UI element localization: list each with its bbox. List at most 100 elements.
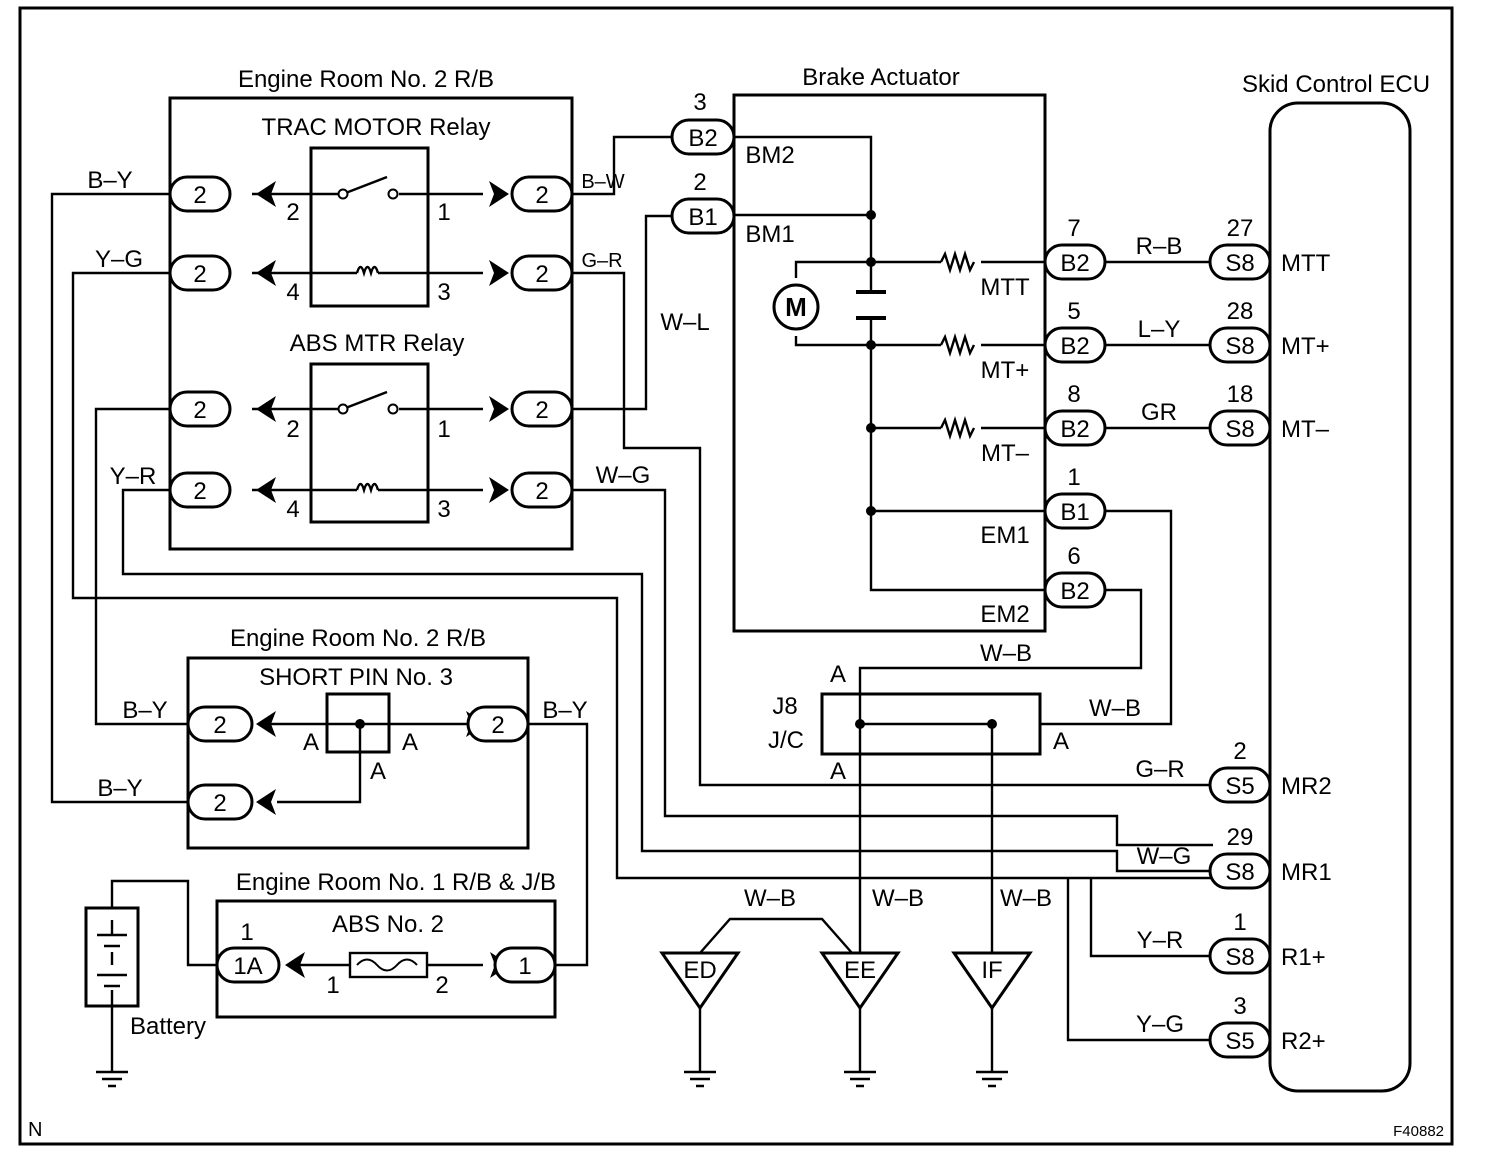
conn-ecu-s8-mtt bbox=[1208, 243, 1272, 281]
pin-trac-3: 3 bbox=[437, 279, 450, 306]
conn-label-relay-right-4: 2 bbox=[535, 478, 548, 505]
conn-relay-right-3 bbox=[510, 390, 574, 428]
wire-wl: W–L bbox=[660, 309, 709, 336]
term-ecu-mr2: MR2 bbox=[1281, 773, 1332, 800]
pin-bm2: 3 bbox=[693, 89, 706, 116]
conn-short-left-1 bbox=[186, 705, 254, 743]
conn-relay-right-4 bbox=[510, 471, 574, 509]
pin-trac-1: 1 bbox=[437, 199, 450, 226]
conn-label-ecu-mtt: S8 bbox=[1225, 250, 1254, 277]
wire-wb-3: W–B bbox=[744, 885, 796, 912]
conn-label-act-b1-bm1: B1 bbox=[688, 204, 717, 231]
wire-rb: R–B bbox=[1136, 233, 1183, 260]
ground-if-label: IF bbox=[981, 957, 1002, 984]
pin-mtp-act: 5 bbox=[1067, 298, 1080, 325]
pin-jc-a-right: A bbox=[1053, 728, 1069, 755]
conn-label-relay-left-3: 2 bbox=[193, 397, 206, 424]
wire-bw: B–W bbox=[581, 171, 624, 193]
conn-act-b1-bm1 bbox=[670, 197, 736, 235]
ground-ed-label: ED bbox=[683, 957, 716, 984]
dot-bm1 bbox=[866, 210, 876, 220]
pin-em1-act: 1 bbox=[1067, 464, 1080, 491]
pin-trac-2: 2 bbox=[286, 199, 299, 226]
conn-label-ecu-mr1: S8 bbox=[1225, 859, 1254, 886]
conn-fuse-1 bbox=[493, 946, 557, 984]
wire-by-2: B–Y bbox=[122, 697, 167, 724]
pin-abs-2: 2 bbox=[286, 416, 299, 443]
pin-abs-3: 3 bbox=[437, 496, 450, 523]
title-er1-rb-jb: Engine Room No. 1 R/B & J/B bbox=[236, 869, 556, 896]
conn-label-fuse-1: 1 bbox=[518, 953, 531, 980]
conn-ecu-s5-r2p bbox=[1208, 1021, 1272, 1059]
wire-gr-dash: G–R bbox=[581, 250, 622, 272]
motor-label: M bbox=[785, 292, 807, 322]
label-battery: Battery bbox=[130, 1013, 206, 1040]
pin-mtm-act: 8 bbox=[1067, 381, 1080, 408]
wire-wb-1: W–B bbox=[980, 640, 1032, 667]
conn-relay-left-3 bbox=[168, 390, 232, 428]
term-ecu-mr1: MR1 bbox=[1281, 859, 1332, 886]
pin-jc-a-top: A bbox=[830, 661, 846, 688]
conn-ecu-s8-mtp bbox=[1208, 326, 1272, 364]
wire-wg-1: W–G bbox=[596, 462, 651, 489]
dot-mtm bbox=[866, 423, 876, 433]
ground-symbol-if bbox=[976, 1070, 1008, 1088]
pin-mtp-ecu: 28 bbox=[1227, 298, 1254, 325]
wire-wb-5: W–B bbox=[1000, 885, 1052, 912]
wire-gr-ecu: G–R bbox=[1135, 756, 1184, 783]
conn-short-right bbox=[466, 705, 530, 743]
conn-relay-left-2 bbox=[168, 254, 232, 292]
pin-mtm-ecu: 18 bbox=[1227, 381, 1254, 408]
title-brake-actuator: Brake Actuator bbox=[802, 64, 959, 91]
wire-yg-1: Y–G bbox=[95, 246, 143, 273]
conn-label-act-b1-em1: B1 bbox=[1060, 499, 1089, 526]
conn-label-act-b2-bm2: B2 bbox=[688, 125, 717, 152]
ground-symbol-ee bbox=[844, 1070, 876, 1088]
term-mtp: MT+ bbox=[981, 357, 1030, 384]
title-trac-relay: TRAC MOTOR Relay bbox=[262, 114, 491, 141]
conn-label-relay-left-1: 2 bbox=[193, 182, 206, 209]
wire-wg-ecu: W–G bbox=[1137, 843, 1192, 870]
ground-if-triangle bbox=[951, 951, 1033, 1011]
conn-label-relay-right-3: 2 bbox=[535, 397, 548, 424]
conn-label-short-left-1: 2 bbox=[213, 712, 226, 739]
pin-short-a-bottom: A bbox=[370, 758, 386, 785]
pin-r1p-ecu: 1 bbox=[1233, 909, 1246, 936]
wire-yg-ecu: Y–G bbox=[1136, 1011, 1184, 1038]
conn-label-ecu-mr2: S5 bbox=[1225, 773, 1254, 800]
conn-label-short-left-2: 2 bbox=[213, 790, 226, 817]
ground-ee-triangle bbox=[819, 951, 901, 1011]
er2-rb-short-box bbox=[186, 656, 530, 850]
pin-abs-4: 4 bbox=[286, 496, 299, 523]
wire-ly: L–Y bbox=[1138, 316, 1181, 343]
dot-jc-right bbox=[987, 719, 997, 729]
ground-ee-label: EE bbox=[844, 957, 876, 984]
conn-label-relay-right-2: 2 bbox=[535, 261, 548, 288]
pin-mtt-ecu: 27 bbox=[1227, 215, 1254, 242]
title-abs-relay: ABS MTR Relay bbox=[290, 330, 465, 357]
er2-rb-top-box bbox=[168, 96, 574, 551]
pin-jc-a-bottom: A bbox=[830, 758, 846, 785]
pin-trac-4: 4 bbox=[286, 279, 299, 306]
pin-mr2-ecu: 2 bbox=[1233, 738, 1246, 765]
wire-yr-1: Y–R bbox=[110, 463, 157, 490]
wire-by-1: B–Y bbox=[87, 167, 132, 194]
dot-jc-left bbox=[855, 719, 865, 729]
title-abs-no2: ABS No. 2 bbox=[332, 911, 444, 938]
motor-symbol bbox=[772, 283, 820, 331]
abs-relay-box bbox=[309, 362, 430, 524]
pin-mtt-act: 7 bbox=[1067, 215, 1080, 242]
term-ecu-r2p: R2+ bbox=[1281, 1028, 1326, 1055]
conn-label-ecu-r1p: S8 bbox=[1225, 944, 1254, 971]
label-jc-id: J8 bbox=[772, 693, 797, 720]
pin-em2-act: 6 bbox=[1067, 543, 1080, 570]
conn-act-b1-em1 bbox=[1043, 492, 1107, 530]
wire-yr-ecu: Y–R bbox=[1137, 927, 1184, 954]
conn-short-left-2 bbox=[186, 783, 254, 821]
conn-label-short-right: 2 bbox=[491, 712, 504, 739]
conn-relay-left-4 bbox=[168, 471, 232, 509]
pin-fuse-1a-top: 1 bbox=[240, 919, 253, 946]
conn-label-act-b2-mtm: B2 bbox=[1060, 416, 1089, 443]
dot-short-pin bbox=[355, 719, 365, 729]
term-em1: EM1 bbox=[980, 522, 1029, 549]
